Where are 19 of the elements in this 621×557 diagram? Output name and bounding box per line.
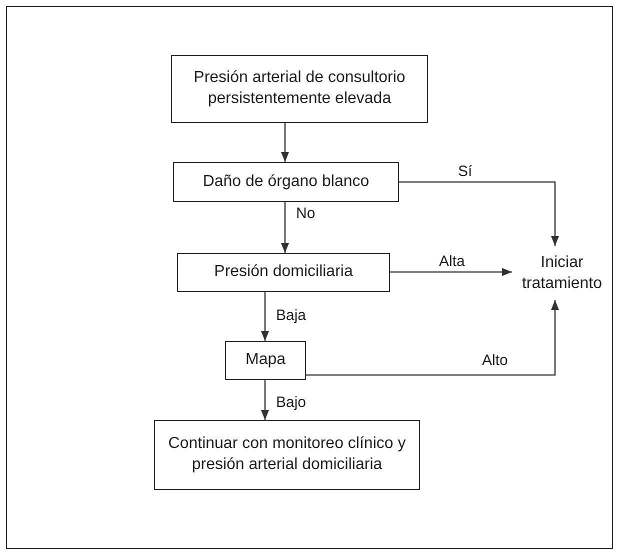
edge-label: Bajo bbox=[274, 394, 308, 411]
box-text: Daño de órgano blanco bbox=[202, 172, 370, 192]
process-box bbox=[173, 162, 399, 202]
box-text: Mapa bbox=[245, 350, 286, 370]
box-text: Presión arterial de consultorio persistentemente elevada bbox=[192, 68, 406, 109]
process-box bbox=[225, 341, 306, 380]
process-box bbox=[154, 420, 420, 490]
process-box bbox=[177, 253, 390, 292]
edge-label: Baja bbox=[274, 307, 308, 324]
arrow bbox=[306, 300, 559, 376]
process-box bbox=[171, 55, 428, 123]
arrow bbox=[281, 123, 289, 162]
arrow bbox=[390, 268, 512, 276]
box-text: Presión domiciliaria bbox=[214, 262, 353, 282]
arrow bbox=[281, 202, 289, 253]
arrow bbox=[261, 380, 269, 420]
arrow bbox=[399, 181, 559, 246]
box-text: Continuar con monitoreo clínico y presión arterial domiciliaria bbox=[167, 434, 407, 475]
arrow bbox=[261, 292, 269, 341]
